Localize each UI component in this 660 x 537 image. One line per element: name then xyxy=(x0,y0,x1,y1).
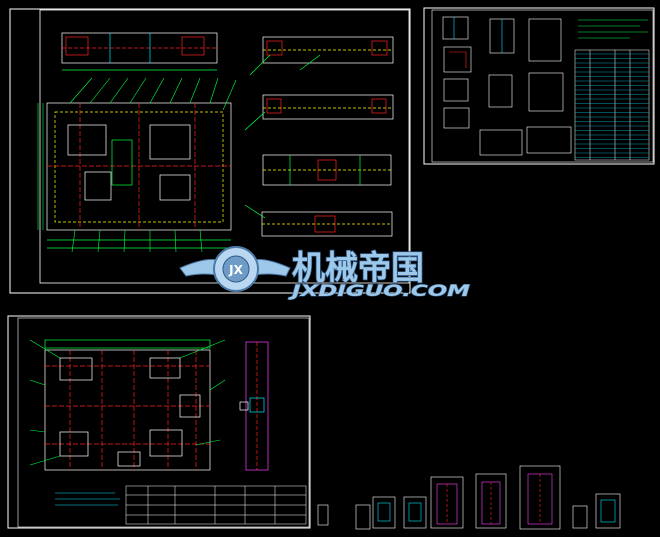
section-view-b xyxy=(244,94,394,131)
parts-and-bom-sheet[interactable] xyxy=(423,7,655,165)
small-part-drawings[interactable] xyxy=(355,465,621,530)
section-view-a xyxy=(249,36,394,76)
technical-notes-text xyxy=(578,19,648,39)
plate-leader-lines xyxy=(29,339,226,466)
top-elevation-view xyxy=(61,32,218,71)
leader-lines-bottom xyxy=(71,229,203,253)
plate-plan-view xyxy=(44,339,211,471)
small-detail-box xyxy=(317,504,329,526)
watermark-logo-letters: JX xyxy=(228,263,243,277)
dimension-lines-left xyxy=(37,103,44,230)
watermark-cn-text: 机械帝国 xyxy=(292,248,424,287)
section-view-d xyxy=(244,204,393,237)
plate-notes-text xyxy=(55,492,120,506)
watermark-logo: JX xyxy=(179,246,291,292)
title-block[interactable] xyxy=(125,485,307,525)
leader-lines-top xyxy=(69,77,237,111)
watermark-en-text: JXDIGUO.COM xyxy=(288,281,470,300)
plate-layout-drawing[interactable] xyxy=(7,315,329,529)
section-view-c xyxy=(262,154,392,186)
part-detail-views xyxy=(442,16,572,156)
main-plan-view xyxy=(46,102,232,249)
plate-side-view xyxy=(239,341,269,471)
watermark: JX 机械帝国 JXDIGUO.COM xyxy=(179,246,471,301)
bom-table[interactable] xyxy=(574,49,650,161)
